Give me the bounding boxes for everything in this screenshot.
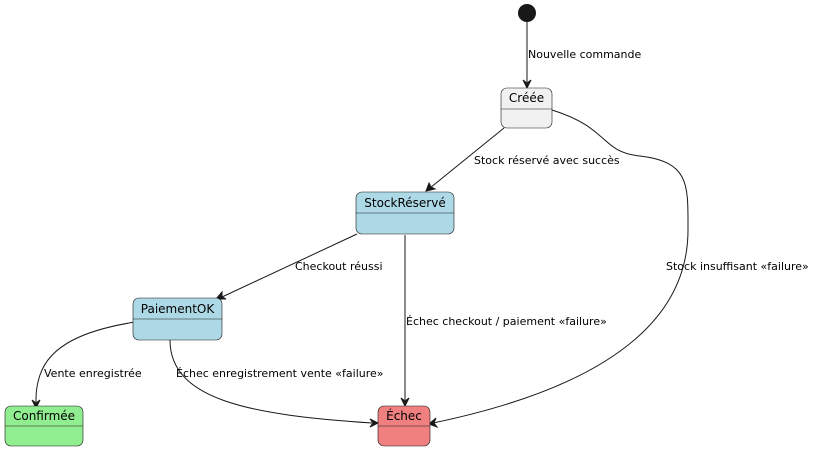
edge-stock-insuffisant <box>428 109 689 429</box>
label-echec-vente: Échec enregistrement vente «failure» <box>176 367 384 380</box>
state-echec: Échec <box>377 405 431 447</box>
label-nouvelle-commande: Nouvelle commande <box>528 48 641 61</box>
state-creee: Créée <box>500 87 553 129</box>
edge-checkout-reussi <box>214 233 358 300</box>
label-vente-enregistree: Vente enregistrée <box>44 367 142 380</box>
label-checkout-reussi: Checkout réussi <box>295 260 383 273</box>
state-creee-box <box>500 87 553 129</box>
state-echec-label: Échec <box>386 408 422 423</box>
edge-echec-vente <box>169 339 380 428</box>
state-paiement-ok: PaiementOK <box>132 297 223 341</box>
state-creee-label: Créée <box>509 91 544 105</box>
label-stock-insuffisant: Stock insuffisant «failure» <box>666 260 809 273</box>
state-stock-reserve: StockRéservé <box>355 191 455 235</box>
edge-stock-reserve <box>425 127 505 192</box>
state-stock-label: StockRéservé <box>364 196 445 210</box>
state-paiement-label: PaiementOK <box>141 302 216 316</box>
initial-state <box>518 4 536 22</box>
edge-echec-checkout <box>400 235 410 408</box>
label-stock-reserve: Stock réservé avec succès <box>474 154 620 167</box>
edge-nouvelle-commande <box>522 22 532 90</box>
label-echec-checkout: Échec checkout / paiement «failure» <box>406 315 607 328</box>
state-confirmee-label: Confirmée <box>13 409 75 423</box>
state-confirmee: Confirmée <box>4 405 84 447</box>
edge-vente-enregistree <box>31 321 136 410</box>
